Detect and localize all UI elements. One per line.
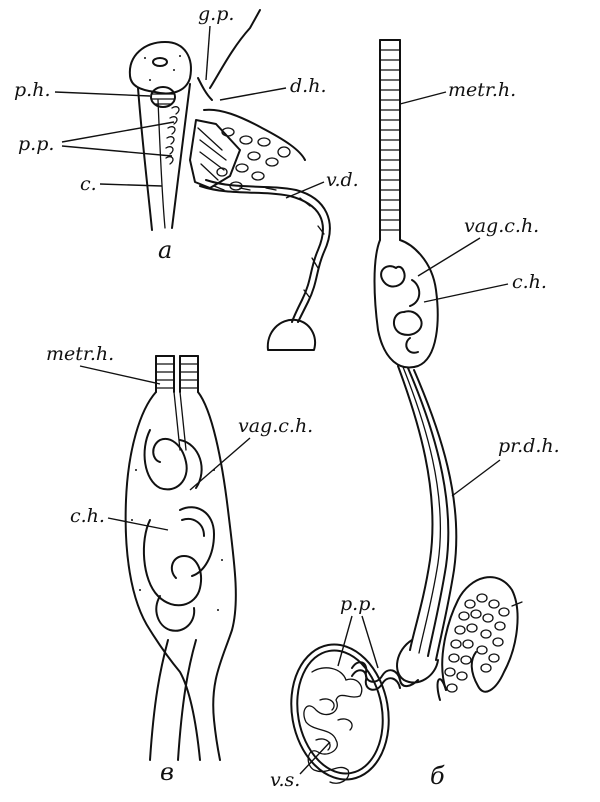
panel-a-labels: p.h. g.p. d.h. p.p. c. v.d. a — [14, 3, 359, 264]
panel-label-c: в — [160, 758, 174, 786]
label-c: c. — [80, 173, 97, 195]
label-vs: v.s. — [270, 769, 300, 791]
label-pp-a: p.p. — [18, 133, 54, 155]
panel-c-drawing — [124, 355, 237, 761]
label-ph: p.h. — [14, 79, 50, 101]
panel-b-drawing — [290, 39, 523, 784]
label-ch-c: c.h. — [70, 505, 105, 527]
label-ch-b: c.h. — [512, 271, 547, 293]
ovary-cells — [444, 593, 510, 693]
label-vagch-b: vag.c.h. — [464, 215, 539, 237]
label-vagch-c: vag.c.h. — [238, 415, 313, 437]
panel-label-b: б — [430, 762, 445, 790]
label-dh: d.h. — [290, 75, 326, 97]
label-vd: v.d. — [326, 169, 359, 191]
panel-label-a: a — [158, 236, 172, 264]
label-metrh-b: metr.h. — [448, 79, 516, 101]
label-gp: g.p. — [198, 3, 234, 25]
label-metrh-c: metr.h. — [46, 343, 114, 365]
label-pp-b: p.p. — [340, 593, 376, 615]
panel-a-drawing — [128, 9, 331, 351]
panel-c-labels: metr.h. vag.c.h. c.h. в — [46, 343, 313, 786]
label-prdh: pr.d.h. — [498, 435, 560, 457]
panel-b-labels: metr.h. vag.c.h. c.h. pr.d.h. p.p. v.s. … — [270, 79, 560, 791]
